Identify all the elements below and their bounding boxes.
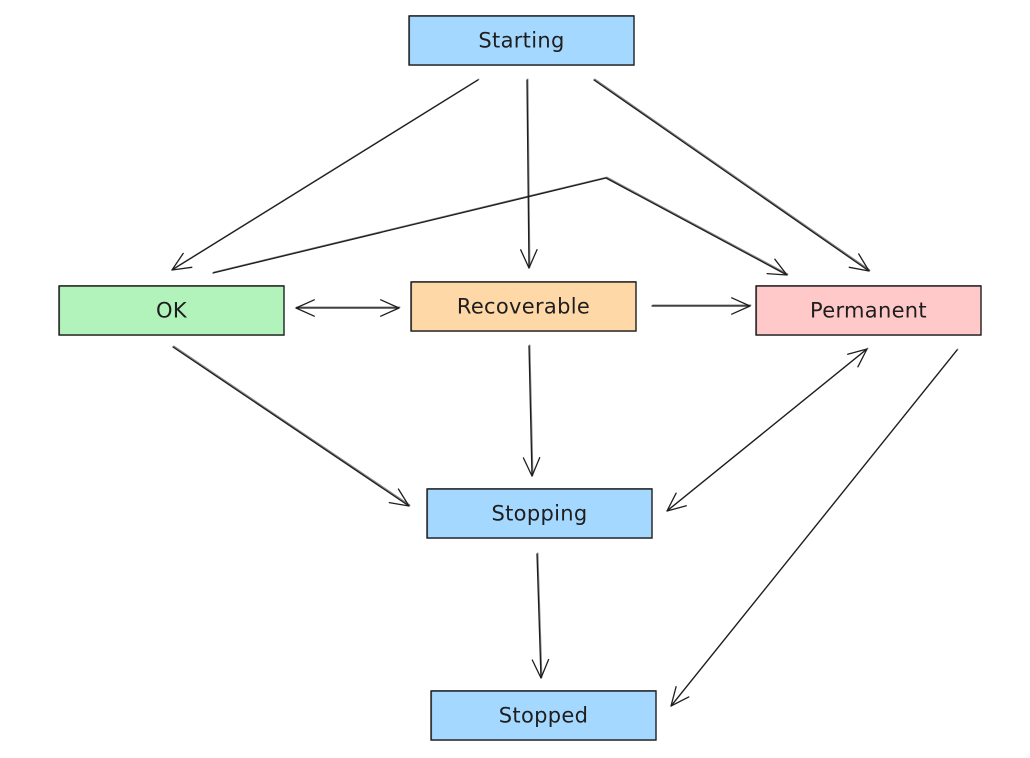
arrowhead-start <box>847 348 868 368</box>
state-box-outline <box>431 690 657 741</box>
state-label: Stopping <box>492 502 588 526</box>
edge-line <box>529 344 534 476</box>
edge-line <box>528 345 533 477</box>
state-box <box>755 285 982 336</box>
state-box-outline <box>59 284 285 336</box>
edge-line <box>527 78 531 268</box>
state-box-outline <box>409 14 635 66</box>
state-label: Permanent <box>810 299 927 323</box>
state-node-permanent: Permanent <box>755 284 982 336</box>
state-label: Stopped <box>499 704 588 728</box>
edge-line <box>671 348 959 706</box>
edge-line <box>526 79 530 269</box>
arrowhead-end <box>522 456 541 477</box>
state-node-ok: OK <box>58 284 285 336</box>
arrowhead-end <box>731 297 751 315</box>
edge-line <box>536 553 542 679</box>
state-box-outline <box>756 284 982 336</box>
state-box-outline <box>427 487 653 539</box>
edge-recoverable-permanent <box>651 297 752 315</box>
edge-line <box>667 347 869 511</box>
edge-line <box>172 78 480 270</box>
edge-recoverable-stopping <box>522 344 541 477</box>
state-label: Starting <box>478 29 564 53</box>
edge-permanent-stopping <box>666 347 869 512</box>
state-label: OK <box>156 299 188 323</box>
edge-ok-recoverable <box>295 299 401 317</box>
arrowhead-end <box>670 686 690 707</box>
state-box-outline <box>411 280 637 332</box>
arrowhead-end <box>766 258 788 276</box>
edge-line <box>537 552 543 678</box>
edge-line <box>212 177 788 276</box>
state-box <box>430 690 657 741</box>
edges-layer <box>171 78 959 707</box>
edge-starting-ok <box>171 78 480 271</box>
arrowhead-end <box>531 658 550 679</box>
arrowhead-end <box>388 488 410 507</box>
edge-starting-permanent <box>593 78 871 272</box>
edge-ok-permanent <box>212 176 789 276</box>
arrowhead-start <box>295 299 315 317</box>
state-node-recoverable: Recoverable <box>410 280 637 332</box>
edge-ok-stopping <box>172 345 411 507</box>
state-box <box>58 285 285 336</box>
state-node-stopping: Stopping <box>426 487 653 539</box>
edge-line <box>213 176 789 275</box>
arrowhead-end <box>666 492 687 512</box>
arrowhead-end <box>171 252 193 271</box>
edge-line <box>594 78 871 271</box>
state-label: Recoverable <box>457 295 590 319</box>
state-node-starting: Starting <box>408 14 635 66</box>
edge-line <box>172 346 410 507</box>
arrowhead-end <box>520 249 538 269</box>
edge-line <box>173 345 411 506</box>
edge-starting-recoverable <box>520 78 538 269</box>
edge-permanent-stopped <box>670 348 959 707</box>
edge-line <box>593 79 870 272</box>
arrowhead-end <box>380 299 400 317</box>
state-node-stopped: Stopped <box>430 690 657 741</box>
arrowhead-end <box>848 253 870 272</box>
edge-stopping-stopped <box>531 552 550 679</box>
